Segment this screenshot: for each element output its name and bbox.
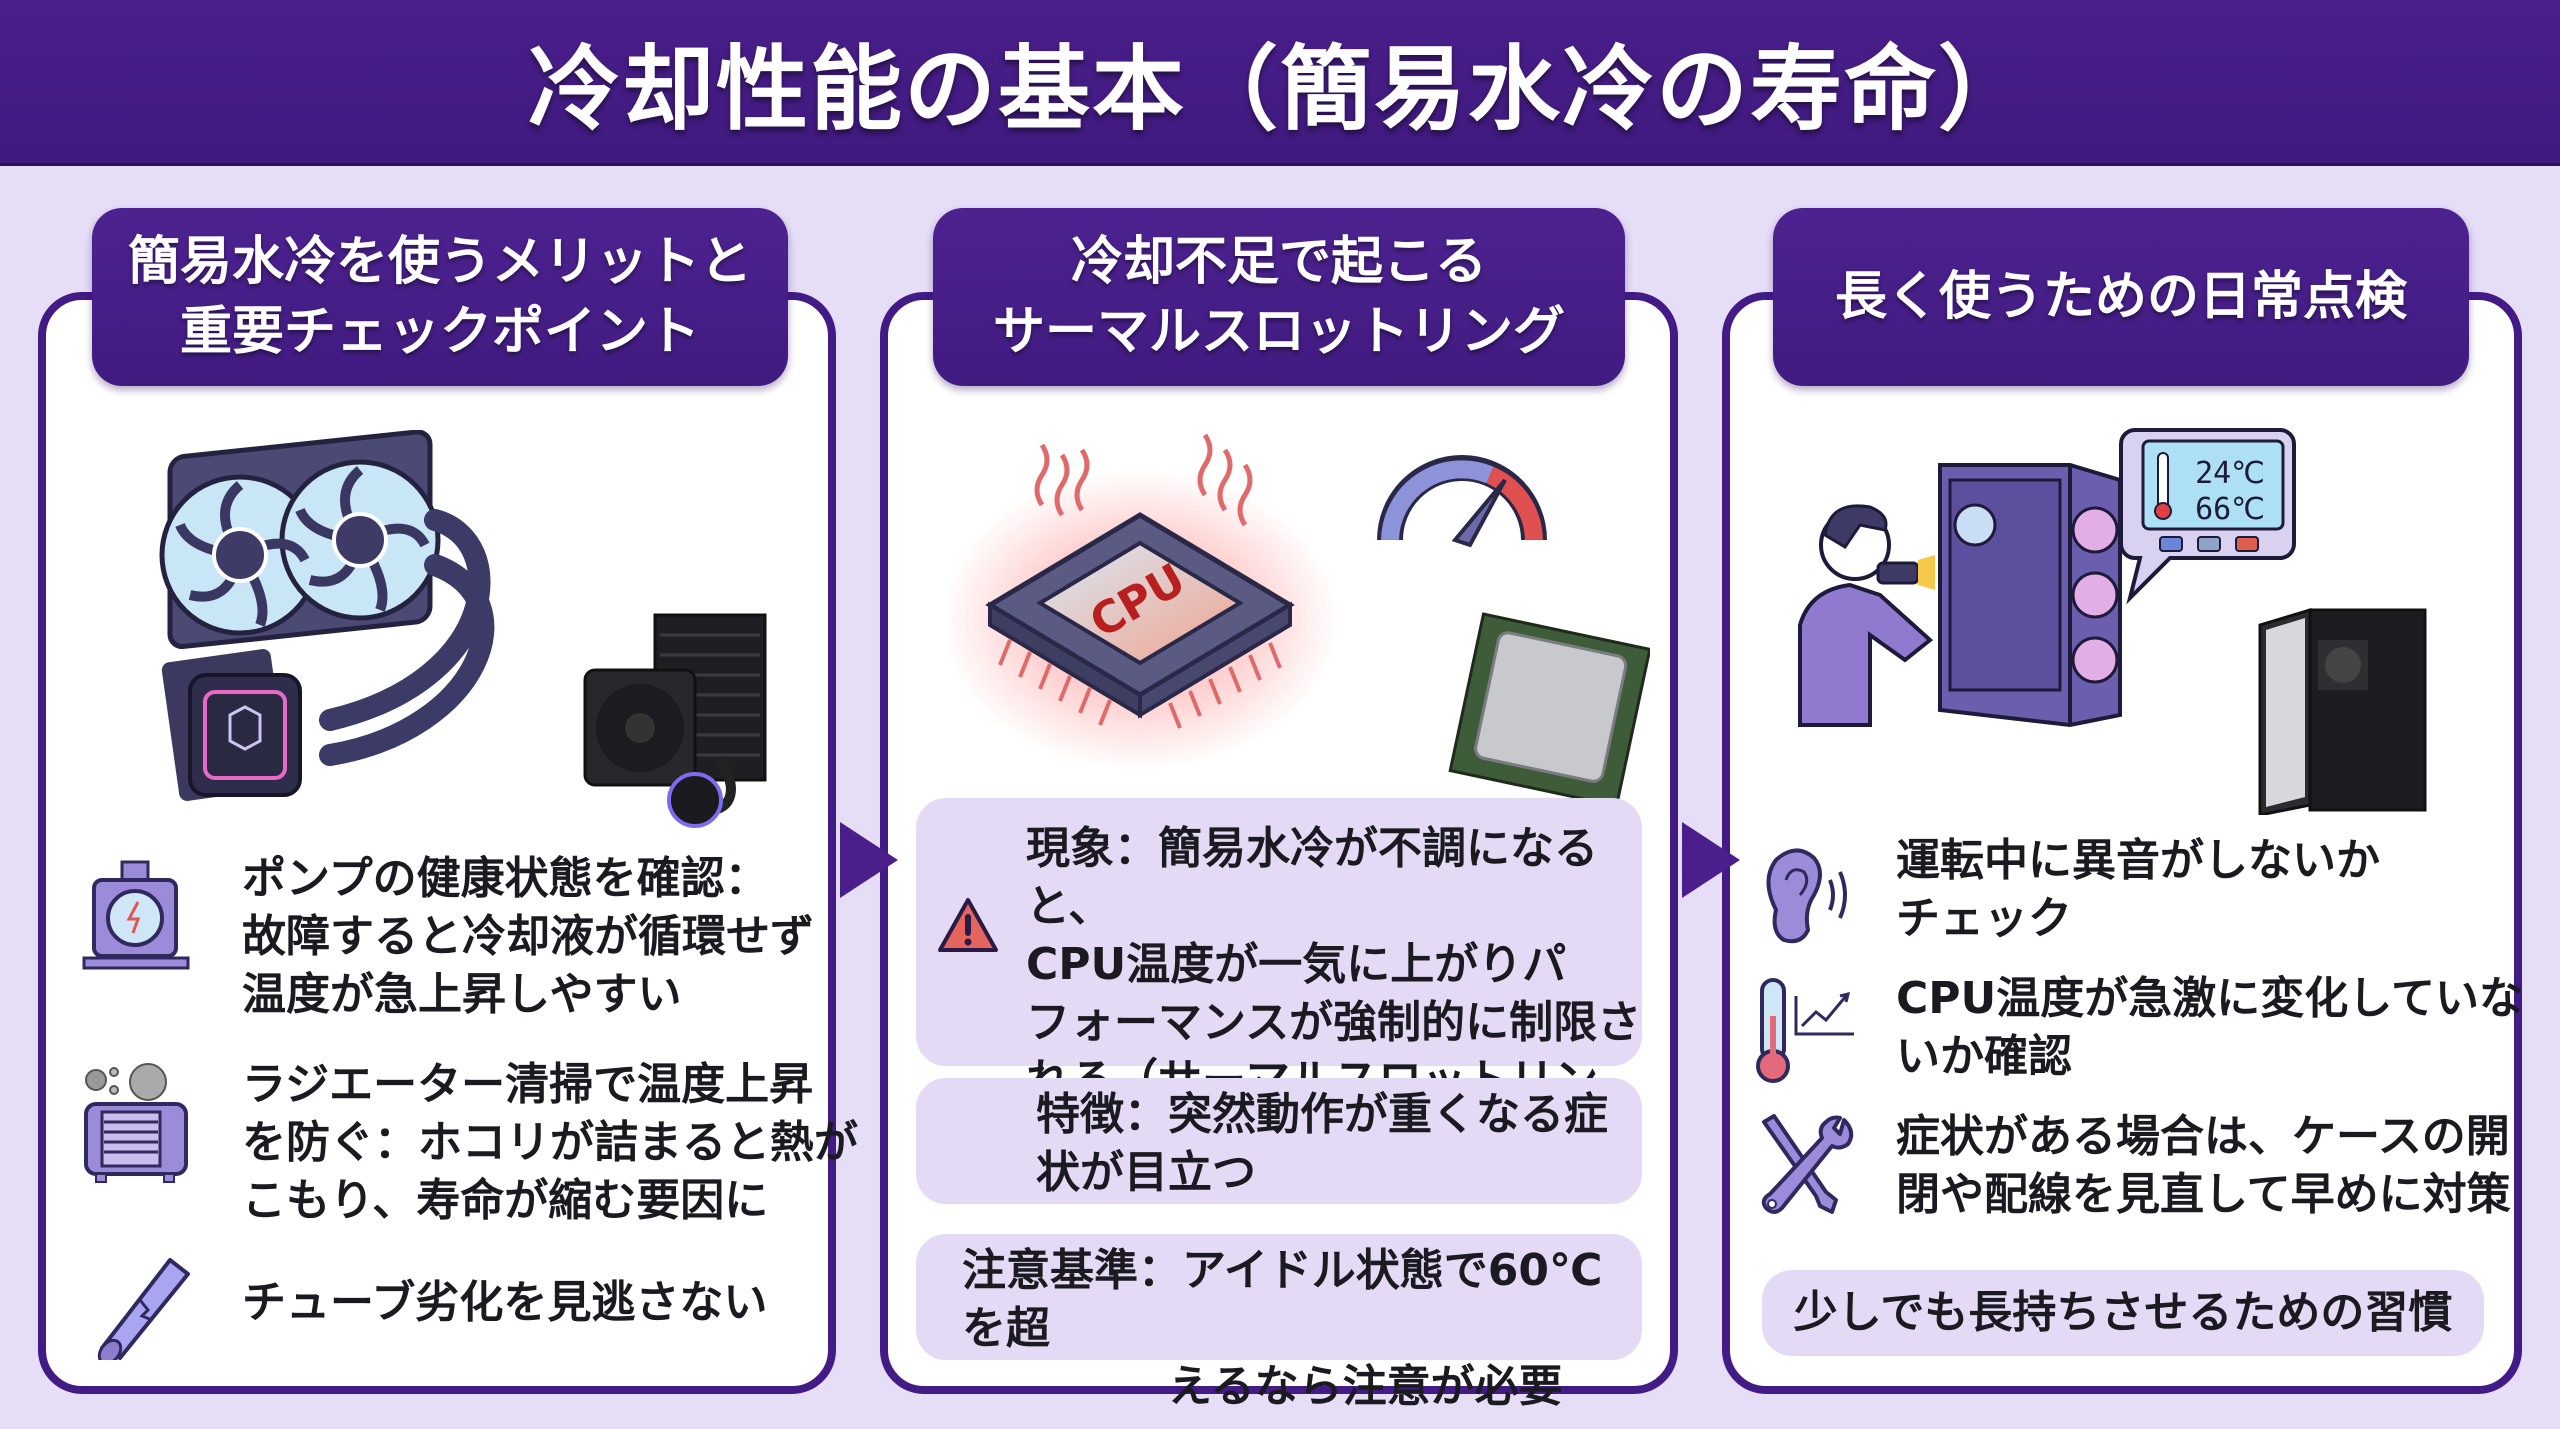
cpu-chip: CPU xyxy=(985,512,1295,729)
real-aio-photo xyxy=(583,613,767,828)
box-text: 注意基準：アイドル状態で60℃を超 xyxy=(962,1245,1603,1354)
item-text: ポンプの健康状態を確認： xyxy=(242,853,769,904)
info-box-symptom: 特徴：突然動作が重くなる症 状が目立つ xyxy=(916,1078,1642,1204)
dusty-radiator-icon xyxy=(84,1063,188,1183)
real-cpu-photo xyxy=(1448,612,1650,805)
overheating-cpu-illustration: CPU xyxy=(950,433,1650,805)
title-line: 簡易水冷を使うメリットと xyxy=(127,232,752,292)
pc-inspection-illustration: 24℃ 66℃ xyxy=(1798,428,2427,815)
item-text: CPU温度が急激に変化していな xyxy=(1896,973,2523,1024)
item-text: 閉や配線を見直して早めに対策 xyxy=(1896,1169,2511,1220)
footer-box-text: 少しでも長持ちさせるための習慣 xyxy=(1793,1287,2453,1338)
page-title: 冷却性能の基本（簡易水冷の寿命） xyxy=(527,36,2032,143)
section-title-daily-inspection: 長く使うための日常点検 xyxy=(1773,208,2469,386)
title-line: 冷却不足で起こる xyxy=(1070,232,1487,292)
person-with-flashlight xyxy=(1798,504,1935,727)
list-item: ラジエーター清掃で温度上昇 を防ぐ：ホコリが詰まると熱が こもり、寿命が縮む要因… xyxy=(82,1059,858,1230)
list-item: ポンプの健康状態を確認： 故障すると冷却液が循環せず 温度が急上昇しやすい xyxy=(82,853,814,1024)
box-text: 現象：簡易水冷が不調になると、 xyxy=(1026,823,1598,932)
thermometer-chart-icon xyxy=(1756,978,1854,1083)
title-line: サーマルスロットリング xyxy=(992,302,1565,362)
box-text: フォーマンスが強制的に制限さ xyxy=(1026,997,1642,1048)
radiator-with-fans xyxy=(159,430,441,650)
title-line: 重要チェックポイント xyxy=(179,302,700,362)
header-banner: 冷却性能の基本（簡易水冷の寿命） xyxy=(0,0,2560,166)
temp-reading-1: 24℃ xyxy=(2195,456,2265,491)
item-text: こもり、寿命が縮む要因に xyxy=(242,1175,769,1226)
pc-case-illustration xyxy=(1938,463,2122,728)
warning-icon xyxy=(938,898,998,952)
info-box-phenomenon: 現象：簡易水冷が不調になると、 CPU温度が一気に上がりパ フォーマンスが強制的… xyxy=(916,798,1642,1164)
flow-arrow-icon xyxy=(1682,822,1740,898)
aio-water-cooler-illustration xyxy=(159,430,767,828)
item-text: を防ぐ：ホコリが詰まると熱が xyxy=(242,1117,858,1168)
item-text: 症状がある場合は、ケースの開 xyxy=(1896,1111,2510,1162)
pump-icon xyxy=(82,860,190,970)
cracked-tube-icon xyxy=(97,1258,190,1360)
item-text: チェック xyxy=(1896,893,2072,944)
section-title-aio-benefits: 簡易水冷を使うメリットと 重要チェックポイント xyxy=(92,208,788,386)
item-text: 運転中に異音がしないか xyxy=(1896,835,2380,886)
section-title-thermal-throttling: 冷却不足で起こる サーマルスロットリング xyxy=(933,208,1625,386)
box-text: えるなら注意が必要 xyxy=(1168,1361,1563,1412)
open-pc-case-photo xyxy=(2258,607,2427,815)
item-text: ラジエーター清掃で温度上昇 xyxy=(242,1059,814,1110)
pump-block xyxy=(161,649,302,801)
list-item: 運転中に異音がしないか チェック xyxy=(1756,835,2380,950)
box-text: CPU温度が一気に上がりパ xyxy=(1026,939,1567,990)
list-item: チューブ劣化を見逃さない xyxy=(82,1250,767,1360)
item-text: 温度が急上昇しやすい xyxy=(242,969,682,1020)
temp-reading-2: 66℃ xyxy=(2195,492,2265,527)
coolant-tube xyxy=(319,554,495,766)
list-item: 症状がある場合は、ケースの開 閉や配線を見直して早めに対策 xyxy=(1756,1111,2511,1224)
flow-arrow-icon xyxy=(840,822,898,898)
ear-icon xyxy=(1766,848,1847,944)
speedometer-gauge xyxy=(1377,455,1547,548)
box-text: 特徴：突然動作が重くなる症 xyxy=(1036,1089,1608,1140)
info-box-caution-threshold: 注意基準：アイドル状態で60℃を超 えるなら注意が必要 xyxy=(916,1234,1642,1412)
list-item: CPU温度が急激に変化していな いか確認 xyxy=(1756,973,2523,1086)
habit-footer-box: 少しでも長持ちさせるための習慣 xyxy=(1762,1270,2484,1356)
item-text: いか確認 xyxy=(1896,1031,2072,1082)
tools-icon xyxy=(1761,1114,1854,1214)
title-line: 長く使うための日常点検 xyxy=(1834,267,2407,327)
temperature-monitor: 24℃ 66℃ xyxy=(2119,428,2296,605)
box-text: 状が目立つ xyxy=(1036,1147,1256,1198)
item-text: チューブ劣化を見逃さない xyxy=(242,1277,768,1328)
heat-waves xyxy=(1034,433,1253,527)
item-text: 故障すると冷却液が循環せず xyxy=(242,911,814,962)
